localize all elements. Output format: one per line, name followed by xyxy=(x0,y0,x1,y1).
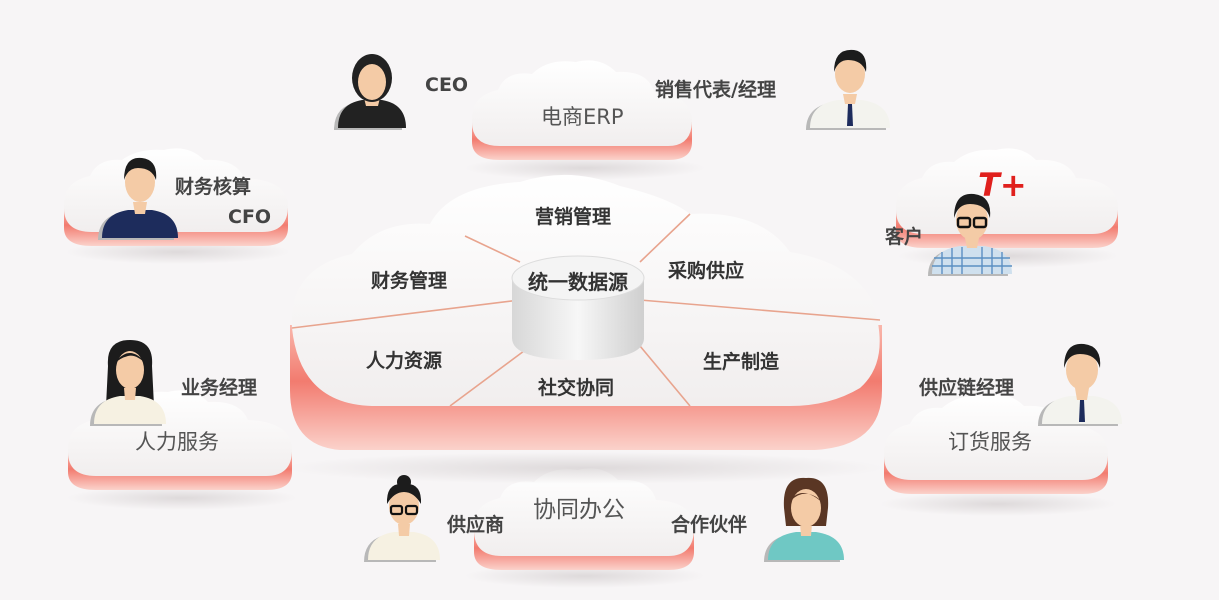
segment-finance: 财务管理 xyxy=(371,270,448,292)
role-business-manager: 业务经理 xyxy=(181,377,258,399)
partner-avatar xyxy=(764,477,844,562)
supply-chain-manager-avatar xyxy=(1038,343,1122,426)
segment-marketing: 营销管理 xyxy=(535,206,612,228)
cloud-center xyxy=(285,174,885,484)
ceo-avatar xyxy=(334,54,406,130)
role-cfo: CFO xyxy=(228,206,272,228)
customer-avatar xyxy=(928,193,1012,276)
segment-manufacturing: 生产制造 xyxy=(703,351,780,373)
role-supplier: 供应商 xyxy=(447,514,505,536)
role-ceo: CEO xyxy=(425,74,469,96)
role-sales: 销售代表/经理 xyxy=(655,79,776,101)
cloud-ecommerce xyxy=(465,60,705,180)
cloud-label-collab-office: 协同办公 xyxy=(533,497,625,523)
cfo-avatar xyxy=(98,157,178,240)
role-customer: 客户 xyxy=(885,226,924,248)
supplier-avatar xyxy=(364,475,440,562)
cloud-collab-office xyxy=(465,468,705,588)
data-source-cylinder xyxy=(511,255,645,360)
business-manager-avatar xyxy=(90,340,166,426)
role-partner: 合作伙伴 xyxy=(671,514,748,536)
cloud-label-hr-service: 人力服务 xyxy=(135,430,219,454)
segment-procurement: 采购供应 xyxy=(668,260,745,282)
t-plus-logo: T+ xyxy=(978,166,1027,204)
cloud-label-order-service: 订货服务 xyxy=(948,430,1032,454)
role-supply-chain-manager: 供应链经理 xyxy=(919,377,1015,399)
role-finance-accounting: 财务核算 xyxy=(175,176,252,198)
segment-hr: 人力资源 xyxy=(366,350,443,372)
cloud-label-ecommerce: 电商ERP xyxy=(541,105,624,129)
core-label: 统一数据源 xyxy=(528,270,628,294)
cloud-finance xyxy=(63,148,290,264)
sales-manager-avatar xyxy=(806,49,890,130)
segment-social-collab: 社交协同 xyxy=(538,377,615,399)
